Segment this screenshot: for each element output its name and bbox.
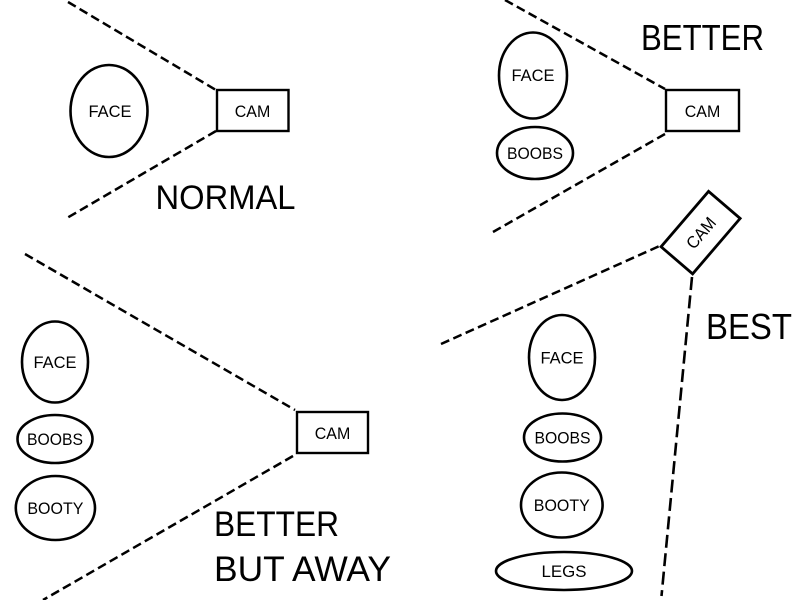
svg-text:FACE: FACE	[34, 353, 77, 372]
svg-text:NORMAL: NORMAL	[156, 179, 296, 217]
svg-text:CAM: CAM	[235, 102, 271, 121]
svg-text:FACE: FACE	[89, 102, 132, 121]
svg-text:BETTER: BETTER	[214, 505, 339, 544]
svg-text:BOOBS: BOOBS	[27, 430, 83, 449]
svg-text:BETTER: BETTER	[641, 17, 764, 58]
svg-text:BOOBS: BOOBS	[507, 144, 563, 163]
svg-text:LEGS: LEGS	[542, 562, 587, 581]
svg-text:CAM: CAM	[315, 424, 351, 443]
svg-text:FACE: FACE	[541, 349, 584, 368]
svg-text:BUT AWAY: BUT AWAY	[214, 550, 391, 589]
svg-text:BEST: BEST	[706, 306, 792, 347]
svg-text:CAM: CAM	[685, 102, 721, 121]
svg-text:BOOBS: BOOBS	[535, 429, 591, 448]
svg-text:FACE: FACE	[512, 66, 555, 85]
svg-text:BOOTY: BOOTY	[534, 496, 590, 515]
svg-text:BOOTY: BOOTY	[27, 499, 83, 518]
